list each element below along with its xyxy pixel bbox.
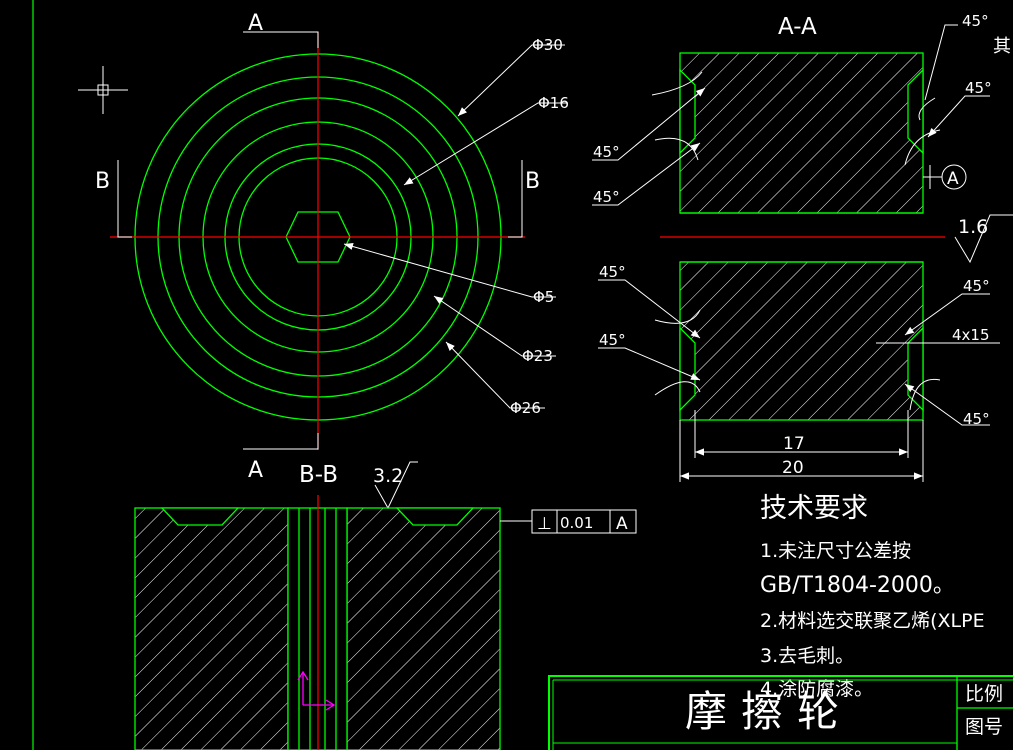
tech-requirements: 技术要求 1.未注尺寸公差按 GB/T1804-2000。 2.材料选交联聚乙烯… (760, 493, 985, 700)
title-block: 摩擦轮 比例 图号 (548, 675, 1013, 750)
aa-lower-left-groove (679, 326, 696, 412)
tolerance-symbol: ⊥ (537, 514, 552, 534)
section-b-right-label: B (525, 169, 540, 194)
aa-upper-left-groove (679, 68, 696, 155)
bb-right-block (346, 507, 501, 750)
aa-angle-bottom-left-1: 45° (599, 263, 626, 281)
tech-line-2: GB/T1804-2000。 (760, 573, 955, 598)
aa-angle-top-left-1: 45° (593, 143, 620, 161)
tech-line-3: 2.材料选交联聚乙烯(XLPE (760, 610, 985, 632)
datum-a-circle (941, 164, 967, 190)
dim-d23-label: Φ23 (522, 347, 553, 365)
groove-label: 4x15 (952, 326, 990, 344)
aa-angle-bottom-left-2: 45° (599, 331, 626, 349)
dim-d16-label: Φ16 (538, 94, 569, 112)
aa-cutoff-text: 其 (993, 36, 1011, 57)
aa-lower-right-groove (907, 326, 924, 412)
tech-line-1: 1.未注尺寸公差按 (760, 540, 911, 562)
section-b-right-marker (508, 160, 523, 238)
dim-17-label: 17 (783, 434, 805, 454)
tech-line-4: 3.去毛刺。 (760, 645, 854, 667)
dim-20-label: 20 (782, 458, 804, 478)
title-block-frame (548, 675, 1013, 750)
section-aa-view: A-A 45° (592, 12, 1013, 482)
bb-right-top-groove (395, 507, 475, 526)
aa-upper-block (679, 52, 924, 214)
section-a-bottom-label: A (248, 458, 263, 483)
roughness-32-symbol (374, 461, 418, 510)
tolerance-frame (531, 509, 637, 534)
section-b-left-marker (117, 160, 132, 238)
section-a-bottom-marker (243, 433, 319, 450)
bb-left-block (134, 507, 289, 750)
front-view: A A B B Φ30 Φ16 Φ5 Φ23 Φ26 (95, 11, 569, 483)
dim-d30-label: Φ30 (532, 36, 563, 54)
aa-angle-top-right-outer: 45° (962, 12, 989, 30)
tolerance-datum: A (616, 514, 628, 534)
aa-angle-bottom-right-bottom: 45° (963, 410, 990, 428)
aa-angle-top-left-2: 45° (593, 188, 620, 206)
section-bb-title: B-B (299, 462, 338, 488)
aa-angle-leaders (592, 24, 990, 426)
section-a-top-label: A (248, 11, 263, 36)
section-a-top-marker (243, 31, 319, 48)
dim-d5-label: Φ5 (533, 288, 554, 306)
section-b-left-label: B (95, 169, 110, 194)
aa-length-dims (679, 410, 924, 482)
datum-a-label: A (947, 169, 959, 189)
tolerance-value: 0.01 (560, 514, 593, 532)
aa-angle-bottom-right-top: 45° (963, 277, 990, 295)
section-bb-view: B-B 3.2 ⊥ 0.01 A (134, 461, 637, 750)
section-aa-title: A-A (778, 14, 817, 40)
bb-left-top-groove (160, 507, 240, 526)
drawing-no-label: 图号 (965, 716, 1003, 738)
roughness-16-label: 1.6 (958, 216, 988, 238)
aa-upper-right-groove (907, 68, 924, 155)
dim-leaders (343, 44, 568, 409)
tech-heading: 技术要求 (760, 493, 868, 524)
roughness-16-symbol (954, 214, 1013, 264)
scale-label: 比例 (965, 683, 1003, 705)
crosshair-cursor-icon (78, 66, 128, 114)
aa-lower-block (679, 261, 924, 421)
ucs-axis-icon (297, 670, 336, 711)
tech-line-5: 4.涂防腐漆。 (760, 678, 873, 700)
dim-d26-label: Φ26 (510, 399, 541, 417)
aa-angle-top-right-inner: 45° (965, 79, 992, 97)
part-name: 摩擦轮 (685, 687, 853, 736)
roughness-32-label: 3.2 (373, 465, 403, 487)
